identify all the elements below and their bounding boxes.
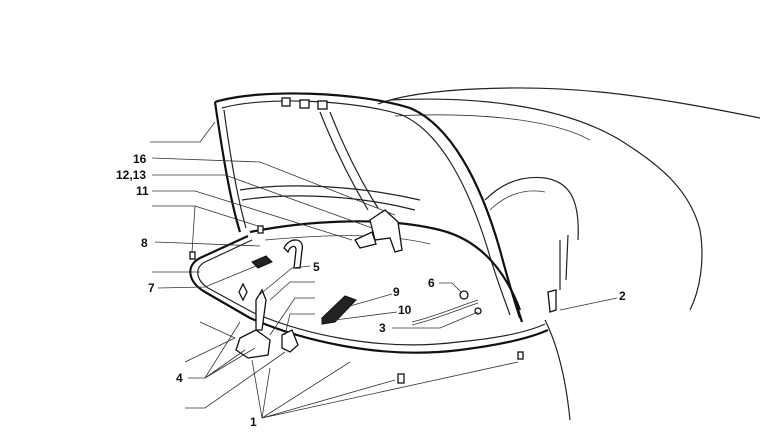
label-8: 8 [141,236,148,250]
label-9: 9 [393,285,400,299]
part-2 [547,289,557,313]
label-6: 6 [428,276,435,290]
part-5 [283,239,303,269]
label-11: 11 [136,184,149,198]
hinge-part-16 [369,209,403,253]
label-12-13: 12,13 [116,168,146,182]
label-16: 16 [133,152,147,166]
part-9 [321,295,357,325]
label-1: 1 [250,415,257,429]
label-7: 7 [148,281,155,295]
trunk-lid [213,92,524,323]
lock-part-4 [235,329,271,359]
label-4: 4 [176,371,183,385]
car-body-outline [377,87,760,421]
label-3: 3 [379,321,386,335]
leader-lines [150,121,618,419]
trunk-seal [189,220,549,354]
label-10: 10 [398,303,412,317]
parts [189,209,557,384]
label-5: 5 [313,260,320,274]
label-2: 2 [619,289,626,303]
